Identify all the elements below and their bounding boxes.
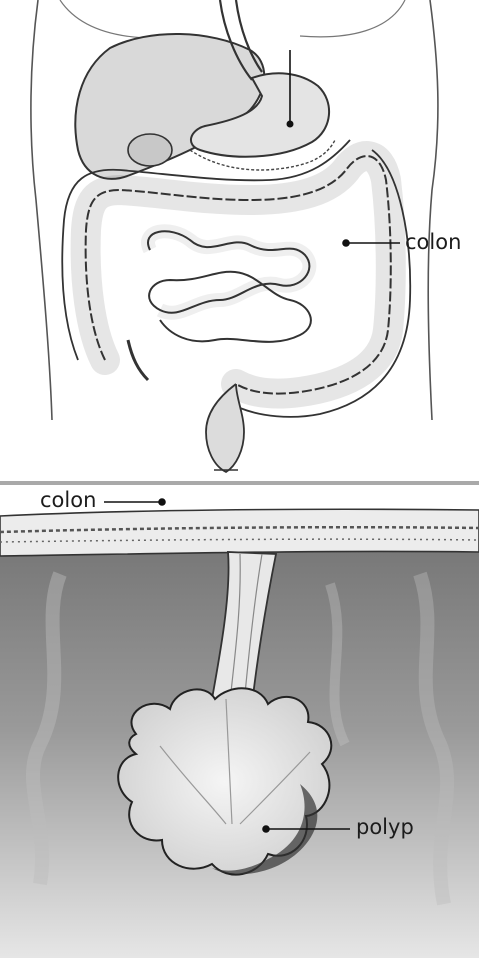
gallbladder	[128, 134, 172, 166]
rectum	[206, 384, 244, 472]
callout-dot-colon-bottom	[158, 498, 166, 506]
callout-dot-polyp	[262, 825, 270, 833]
digestive-system-panel: colon	[0, 0, 479, 482]
polyp-illustration	[0, 484, 479, 958]
callout-dot-colon	[342, 239, 350, 247]
polyp-panel: colon polyp	[0, 484, 479, 958]
label-polyp: polyp	[356, 817, 414, 838]
appendix	[128, 340, 148, 380]
colon-wall	[0, 509, 479, 556]
label-colon-bottom: colon	[40, 490, 96, 511]
label-colon: colon	[405, 232, 461, 253]
callout-dot-stomach	[287, 121, 294, 128]
